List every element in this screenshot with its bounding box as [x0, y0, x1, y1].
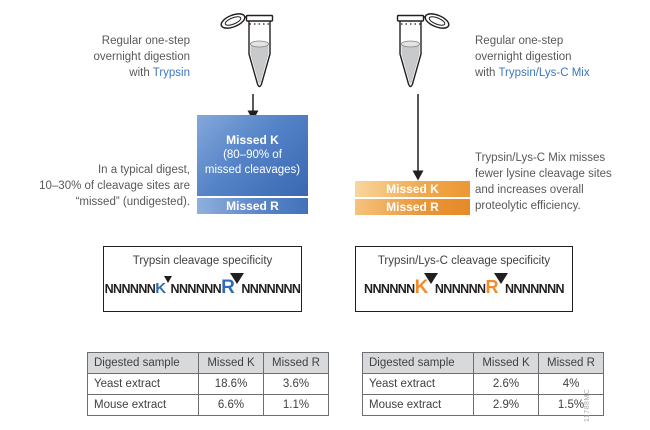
- trypsin-lysc-specificity-box: Trypsin/Lys-C cleavage specificity NNNNN…: [355, 246, 573, 312]
- missed-r-band-orange: Missed R: [355, 199, 470, 215]
- column-header: Missed R: [263, 352, 329, 374]
- missed-k-sub1: (80–90% of: [223, 149, 282, 161]
- cleavage-site-icon: [423, 273, 438, 284]
- right-note-text: Trypsin/Lys-C Mix misses fewer lysine cl…: [475, 152, 612, 212]
- microcentrifuge-tube-icon: [220, 13, 274, 88]
- table-row: Yeast extract 2.6% 4%: [362, 373, 604, 395]
- down-arrow-icon: [412, 94, 424, 181]
- cleavage-site-icon: [163, 276, 172, 283]
- right-intro-text: Regular one-step overnight digestion wit…: [475, 33, 635, 81]
- table-row: Mouse extract 2.9% 1.5%: [362, 394, 604, 416]
- missed-k-box: Missed K (80–90% of missed cleavages): [197, 115, 308, 196]
- column-header: Missed R: [538, 352, 604, 374]
- microcentrifuge-tube-icon: [396, 13, 450, 88]
- missed-k-band-orange: Missed K: [355, 181, 470, 197]
- cleavage-site-icon: [493, 273, 508, 284]
- missed-k-sub2: missed cleavages): [204, 164, 301, 176]
- table-row: Mouse extract 6.6% 1.1%: [87, 394, 329, 416]
- column-header: Digested sample: [87, 352, 199, 374]
- lysine-residue: K: [155, 280, 166, 297]
- left-intro-line2: overnight digestion: [93, 51, 190, 63]
- missed-k-title: Missed K: [226, 133, 279, 147]
- part-number: 11788MC: [584, 388, 591, 422]
- right-intro-line3: with Trypsin/Lys-C Mix: [475, 67, 590, 79]
- left-intro-text: Regular one-step overnight digestion wit…: [40, 33, 190, 81]
- column-header: Missed K: [473, 352, 539, 374]
- trypsin-label: Trypsin: [152, 67, 190, 79]
- left-note-text: In a typical digest, 10–30% of cleavage …: [39, 164, 190, 208]
- table-row: Yeast extract 18.6% 3.6%: [87, 373, 329, 395]
- trypsin-results-table: Digested sample Missed K Missed R Yeast …: [87, 352, 329, 416]
- missed-r-band-blue: Missed R: [197, 198, 308, 214]
- cleavage-site-icon: [230, 273, 245, 284]
- left-intro-line1: Regular one-step: [101, 35, 190, 47]
- trypsin-lysc-results-table: Digested sample Missed K Missed R Yeast …: [362, 352, 604, 416]
- left-intro-line3: with Trypsin: [129, 67, 190, 79]
- trypsin-lysc-specificity-title: Trypsin/Lys-C cleavage specificity: [377, 255, 551, 267]
- column-header: Missed K: [198, 352, 264, 374]
- column-header: Digested sample: [362, 352, 474, 374]
- trypsin-lysc-label: Trypsin/Lys-C Mix: [498, 67, 590, 79]
- trypsin-specificity-title: Trypsin cleavage specificity: [132, 255, 273, 267]
